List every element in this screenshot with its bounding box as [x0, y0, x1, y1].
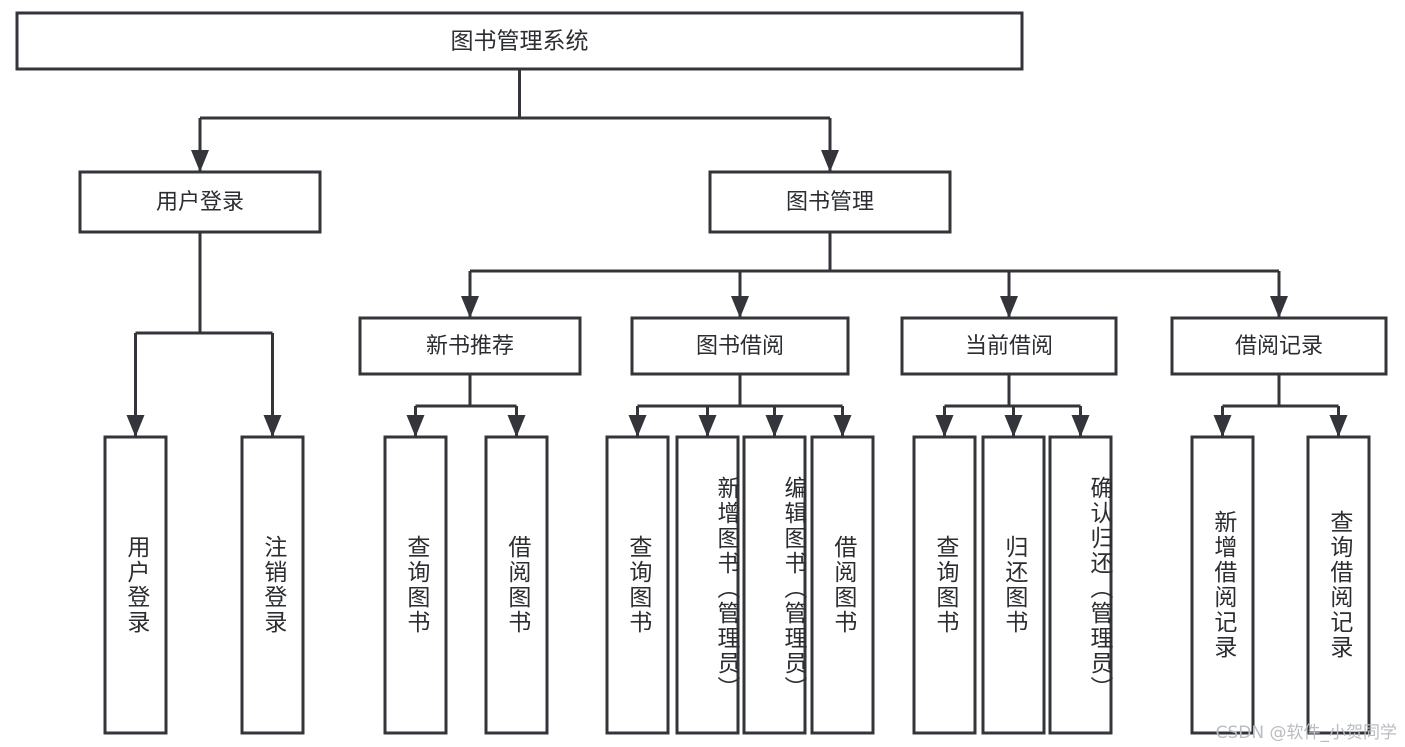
node-label-borrow-record: 借阅记录: [1235, 334, 1323, 359]
node-user-login-login[interactable]: [105, 437, 166, 733]
node-label-user-login: 用户登录: [156, 190, 244, 215]
node-cb-query-book[interactable]: [914, 437, 975, 733]
node-box-bb-edit-book-admin[interactable]: [742, 435, 807, 735]
arrow-nbr-borrow-book: [507, 415, 526, 437]
arrow-book-management: [821, 150, 839, 172]
arrow-br-add-record: [1213, 415, 1232, 437]
arrow-book-borrow: [731, 296, 749, 318]
node-box-borrow-record[interactable]: [1170, 316, 1388, 376]
arrow-user-logout: [263, 415, 282, 437]
node-bb-query-book[interactable]: [607, 437, 668, 733]
node-bb-borrow-book[interactable]: [812, 437, 873, 733]
node-box-user-login[interactable]: [78, 170, 322, 234]
arrow-cb-confirm-return-admin: [1071, 415, 1090, 437]
arrow-user-login: [191, 150, 209, 172]
node-label-book-borrow: 图书借阅: [696, 334, 784, 359]
node-label-new-book-recommend: 新书推荐: [426, 334, 514, 359]
arrow-br-query-record: [1329, 415, 1348, 437]
node-box-cb-return-book[interactable]: [981, 435, 1046, 735]
arrow-new-book-recommend: [461, 296, 479, 318]
node-br-query-record[interactable]: [1308, 437, 1369, 733]
node-box-cb-confirm-return-admin[interactable]: [1048, 435, 1113, 735]
node-label-root: 图书管理系统: [451, 29, 589, 55]
node-nbr-query-book[interactable]: [385, 437, 446, 733]
node-box-nbr-borrow-book[interactable]: [484, 435, 549, 735]
node-label-book-management: 图书管理: [786, 190, 874, 215]
node-box-br-query-record[interactable]: [1306, 435, 1371, 735]
arrow-bb-query-book: [628, 415, 647, 437]
node-box-book-management[interactable]: [708, 170, 952, 234]
arrow-borrow-record: [1270, 296, 1288, 318]
node-box-nbr-query-book[interactable]: [383, 435, 448, 735]
node-user-logout[interactable]: [242, 437, 303, 733]
arrow-bb-borrow-book: [833, 415, 852, 437]
arrow-cb-query-book: [935, 415, 954, 437]
node-nbr-borrow-book[interactable]: [486, 437, 547, 733]
node-label-current-borrow: 当前借阅: [965, 334, 1053, 359]
arrow-bb-edit-book-admin: [765, 415, 784, 437]
arrow-cb-return-book: [1004, 415, 1023, 437]
node-cb-confirm-return-admin[interactable]: [1050, 437, 1111, 733]
node-box-current-borrow[interactable]: [900, 316, 1118, 376]
node-box-bb-borrow-book[interactable]: [810, 435, 875, 735]
arrow-user-login-login: [126, 415, 145, 437]
connectors-layer: [126, 69, 1348, 437]
node-box-bb-add-book-admin[interactable]: [675, 435, 740, 735]
arrow-current-borrow: [1000, 296, 1018, 318]
node-box-user-logout[interactable]: [240, 435, 305, 735]
node-box-user-login-login[interactable]: [103, 435, 168, 735]
node-bb-add-book-admin[interactable]: [677, 437, 738, 733]
node-bb-edit-book-admin[interactable]: [744, 437, 805, 733]
node-cb-return-book[interactable]: [983, 437, 1044, 733]
arrow-nbr-query-book: [406, 415, 425, 437]
node-box-new-book-recommend[interactable]: [358, 316, 582, 376]
node-box-br-add-record[interactable]: [1190, 435, 1255, 735]
node-br-add-record[interactable]: [1192, 437, 1253, 733]
node-box-cb-query-book[interactable]: [912, 435, 977, 735]
arrow-bb-add-book-admin: [698, 415, 717, 437]
node-box-bb-query-book[interactable]: [605, 435, 670, 735]
watermark-text: CSDN @软件_小贺同学: [1215, 723, 1397, 743]
node-box-book-borrow[interactable]: [630, 316, 850, 376]
node-box-root[interactable]: [15, 11, 1024, 71]
